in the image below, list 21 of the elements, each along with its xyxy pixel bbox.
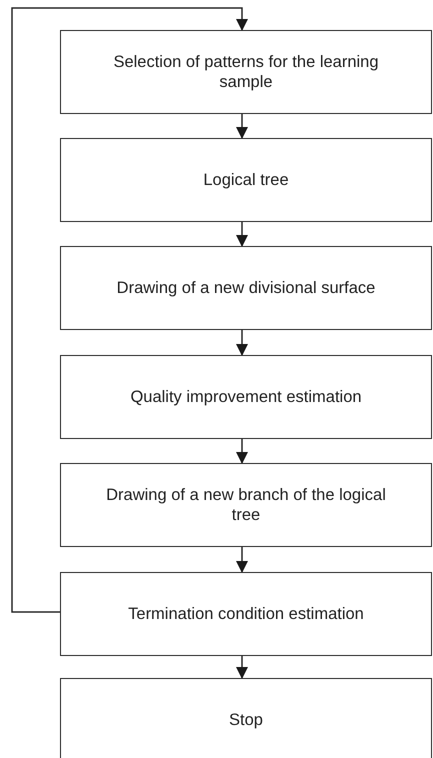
process-box xyxy=(60,30,432,114)
process-box xyxy=(60,463,432,547)
process-box xyxy=(60,138,432,222)
box-label: Termination condition estimation xyxy=(128,604,364,624)
box-label: Selection of patterns for the learning sample xyxy=(112,52,380,92)
box-label: Drawing of a new divisional surface xyxy=(116,278,376,298)
box-label: Quality improvement estimation xyxy=(130,387,362,407)
arrow xyxy=(11,7,248,613)
arrow xyxy=(236,114,248,139)
process-box xyxy=(60,572,432,656)
arrow xyxy=(236,439,248,464)
arrow xyxy=(236,222,248,247)
arrow xyxy=(236,330,248,356)
process-box xyxy=(60,678,432,758)
process-box xyxy=(60,246,432,330)
arrow xyxy=(236,656,248,679)
box-label: Stop xyxy=(229,710,263,730)
arrow xyxy=(236,547,248,573)
process-box xyxy=(60,355,432,439)
box-label: Drawing of a new branch of the logical tree xyxy=(105,485,387,525)
box-label: Logical tree xyxy=(203,170,289,190)
